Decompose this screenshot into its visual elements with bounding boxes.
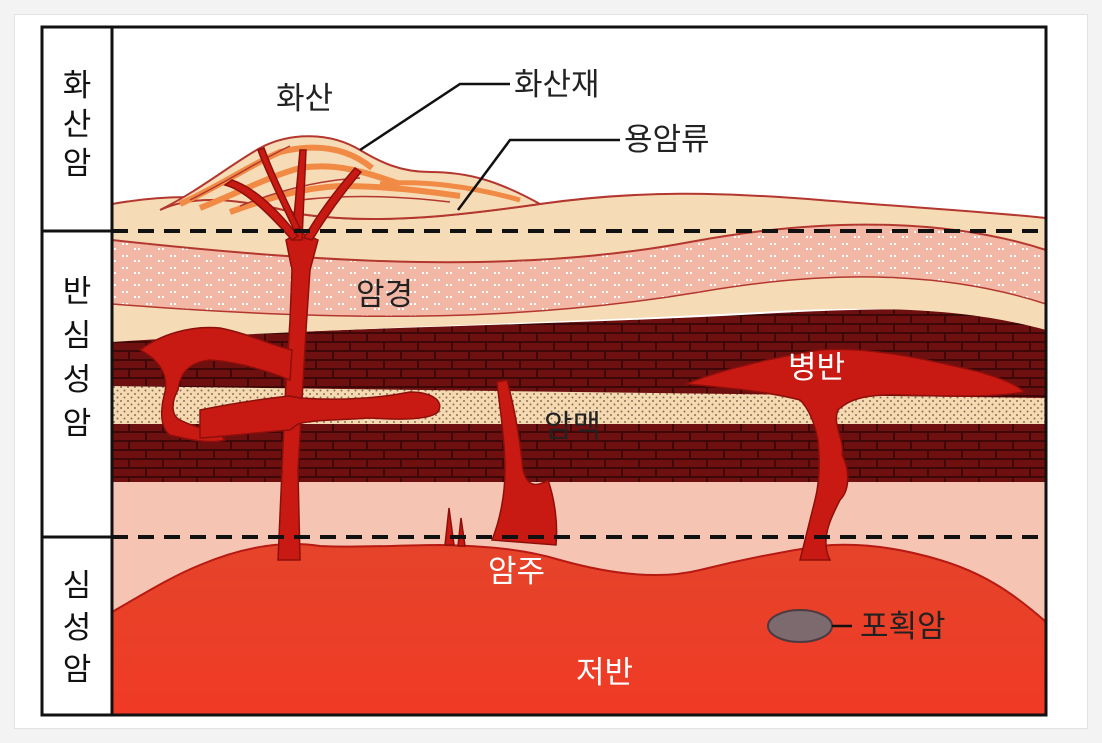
side-label-hypabyssal-4: 암 xyxy=(63,406,92,442)
label-volcanic-ash: 화산재 xyxy=(514,67,600,103)
label-dike: 암맥 xyxy=(544,409,601,445)
side-label-plutonic-3: 암 xyxy=(63,652,92,688)
side-label-plutonic-2: 성 xyxy=(63,610,92,646)
leader-lava-flow xyxy=(456,138,620,211)
batholith xyxy=(112,543,1046,715)
laccolith xyxy=(685,348,1026,561)
label-stock: 암주 xyxy=(488,554,545,590)
side-label-volcanic-3: 암 xyxy=(63,146,92,182)
side-label-hypabyssal-2: 심 xyxy=(63,318,92,354)
side-label-volcanic-2: 산 xyxy=(63,107,92,143)
label-lava-flow: 용암류 xyxy=(624,122,710,158)
lower-dark-strata xyxy=(112,420,1046,482)
label-batholith: 저반 xyxy=(576,655,633,691)
label-sheet: 암경 xyxy=(356,277,413,313)
volcano-feeder-right xyxy=(302,167,363,241)
horizontal-sill xyxy=(199,391,441,439)
side-label-hypabyssal-1: 반 xyxy=(63,274,92,310)
label-laccolith: 병반 xyxy=(788,350,845,386)
side-label-plutonic-1: 심 xyxy=(63,568,92,604)
side-label-volcanic-1: 화 xyxy=(63,68,92,104)
volcano-feeder-left xyxy=(223,179,300,241)
leader-volcanic-ash xyxy=(359,82,510,152)
left-sill xyxy=(138,326,293,443)
label-volcano: 화산 xyxy=(276,81,333,117)
label-xenolith: 포획암 xyxy=(860,609,946,645)
volcano-feeder-upper-left xyxy=(257,147,302,231)
dike-body xyxy=(490,379,558,546)
xenolith xyxy=(767,609,833,643)
side-column xyxy=(42,27,112,715)
side-label-hypabyssal-3: 성 xyxy=(63,362,92,398)
